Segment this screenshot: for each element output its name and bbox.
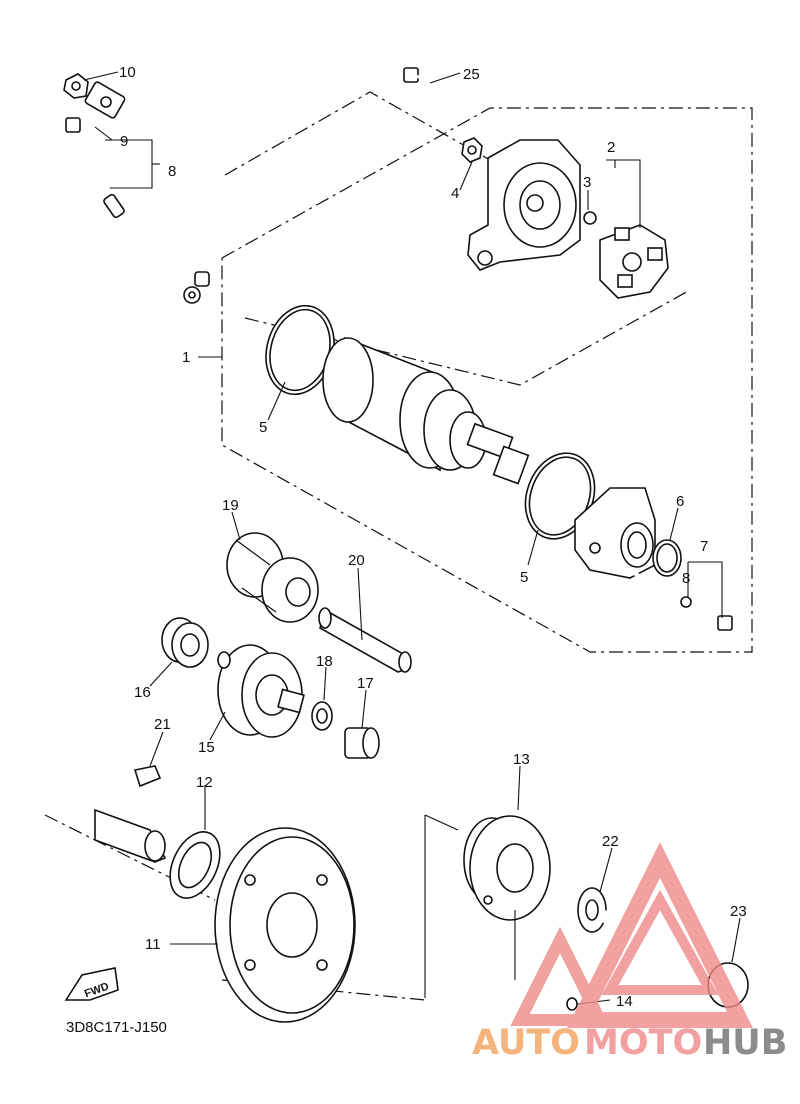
callout-14: 13 — [513, 751, 530, 768]
watermark-hub: HUB — [703, 1023, 787, 1063]
crankshaft-end — [94, 808, 167, 863]
through-bolt-7 — [631, 570, 733, 631]
front-cover — [574, 487, 656, 579]
needle-bearing-18 — [344, 727, 380, 759]
callout-2: 2 — [607, 139, 615, 156]
fwd-arrow: FWD — [64, 967, 119, 1001]
callout-18: 17 — [357, 675, 374, 692]
watermark-text: AUTO MOTO HUB — [472, 1023, 787, 1063]
watermark-logo — [510, 842, 753, 1028]
idle-gear-16 — [217, 644, 305, 738]
drawing-code: 3D8C171-J150 — [66, 1019, 167, 1036]
washer-23 — [577, 887, 607, 933]
callout-20: 19 — [222, 497, 239, 514]
gear-20 — [226, 532, 319, 623]
screw-15 — [547, 990, 578, 1011]
watermark-auto: AUTO — [472, 1023, 580, 1063]
callout-labels: 10 25 9 8 2 3 4 1 5 5 6 7 8 19 20 18 17 … — [119, 64, 747, 1010]
washer-13 — [169, 831, 221, 899]
callout-7: 7 — [700, 538, 708, 555]
watermark-moto: MOTO — [584, 1023, 702, 1063]
callout-12: 11 — [145, 936, 161, 953]
brush-holder — [583, 211, 669, 299]
shaft-21 — [318, 607, 412, 673]
callout-15: 14 — [616, 993, 633, 1010]
callout-22: 21 — [154, 716, 171, 733]
callout-4: 4 — [451, 185, 459, 202]
rear-cover — [467, 139, 581, 271]
callout-24: 23 — [730, 903, 747, 920]
starter-cable — [35, 73, 210, 304]
callout-21: 20 — [348, 552, 365, 569]
callout-1: 1 — [182, 349, 190, 366]
o-ring-6 — [652, 539, 682, 577]
callout-23: 22 — [602, 833, 619, 850]
callout-8: 8 — [682, 570, 690, 587]
nut-4 — [461, 137, 483, 163]
callout-5b: 5 — [520, 569, 528, 586]
callout-13: 12 — [196, 774, 213, 791]
callout-17: 16 — [134, 684, 151, 701]
callout-25: 25 — [463, 66, 480, 83]
callout-6: 6 — [676, 493, 684, 510]
washer-19 — [311, 701, 333, 731]
motor-yoke — [322, 336, 530, 485]
callout-19: 18 — [316, 653, 333, 670]
callout-11: 10 — [119, 64, 136, 81]
callout-5a: 5 — [259, 419, 267, 436]
bolt-25 — [403, 67, 451, 98]
key-22 — [133, 765, 162, 788]
starter-clutch-14 — [463, 815, 551, 921]
callout-10: 9 — [120, 133, 128, 150]
ring-gear-12 — [214, 827, 356, 1023]
callout-9: 8 — [168, 163, 176, 180]
callout-16: 15 — [198, 739, 215, 756]
callout-3: 3 — [583, 174, 591, 191]
bearing-17 — [161, 617, 209, 668]
